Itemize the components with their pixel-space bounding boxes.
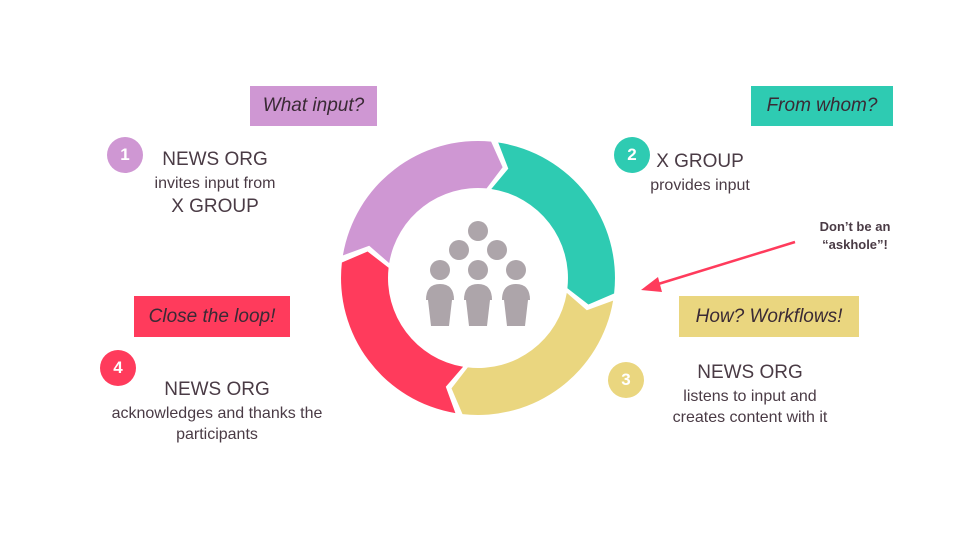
step-1-text: NEWS ORG invites input from X GROUP — [130, 147, 300, 220]
step-3-badge: 3 — [608, 362, 644, 398]
question-what-input: What input? — [250, 86, 377, 126]
step-2-text: X GROUP provides input — [620, 149, 780, 196]
step-1-target: X GROUP — [171, 196, 259, 217]
step-4-action-cont: participants — [176, 426, 258, 443]
step-3-actor: NEWS ORG — [697, 362, 803, 383]
segment-purple — [342, 140, 503, 264]
step-2-actor: X GROUP — [656, 151, 744, 172]
note-line-1: Don’t be an — [819, 219, 891, 234]
question-from-whom: From whom? — [751, 86, 893, 126]
segment-yellow — [451, 292, 614, 415]
step-1-action: invites input from — [154, 175, 276, 192]
step-1-badge: 1 — [107, 137, 143, 173]
step-3-action: listens to input and — [683, 388, 817, 405]
step-3-text: NEWS ORG listens to input and creates co… — [650, 360, 850, 428]
step-4-text: NEWS ORG acknowledges and thanks the par… — [90, 377, 344, 445]
question-close-loop: Close the loop! — [134, 296, 290, 337]
step-4-action: acknowledges and thanks the — [111, 405, 323, 422]
step-2-action: provides input — [650, 177, 750, 194]
askhole-note: Don’t be an “askhole”! — [800, 218, 910, 254]
question-how-workflows: How? Workflows! — [679, 296, 859, 337]
segment-red — [341, 251, 464, 414]
segment-teal — [491, 142, 615, 305]
step-1-actor: NEWS ORG — [162, 149, 268, 170]
step-4-badge: 4 — [100, 350, 136, 386]
callout-arrow — [641, 240, 796, 292]
people-icon — [426, 221, 530, 326]
step-2-badge: 2 — [614, 137, 650, 173]
step-3-action-cont: creates content with it — [672, 409, 828, 426]
note-line-2: “askhole”! — [822, 237, 888, 252]
step-4-actor: NEWS ORG — [164, 379, 270, 400]
